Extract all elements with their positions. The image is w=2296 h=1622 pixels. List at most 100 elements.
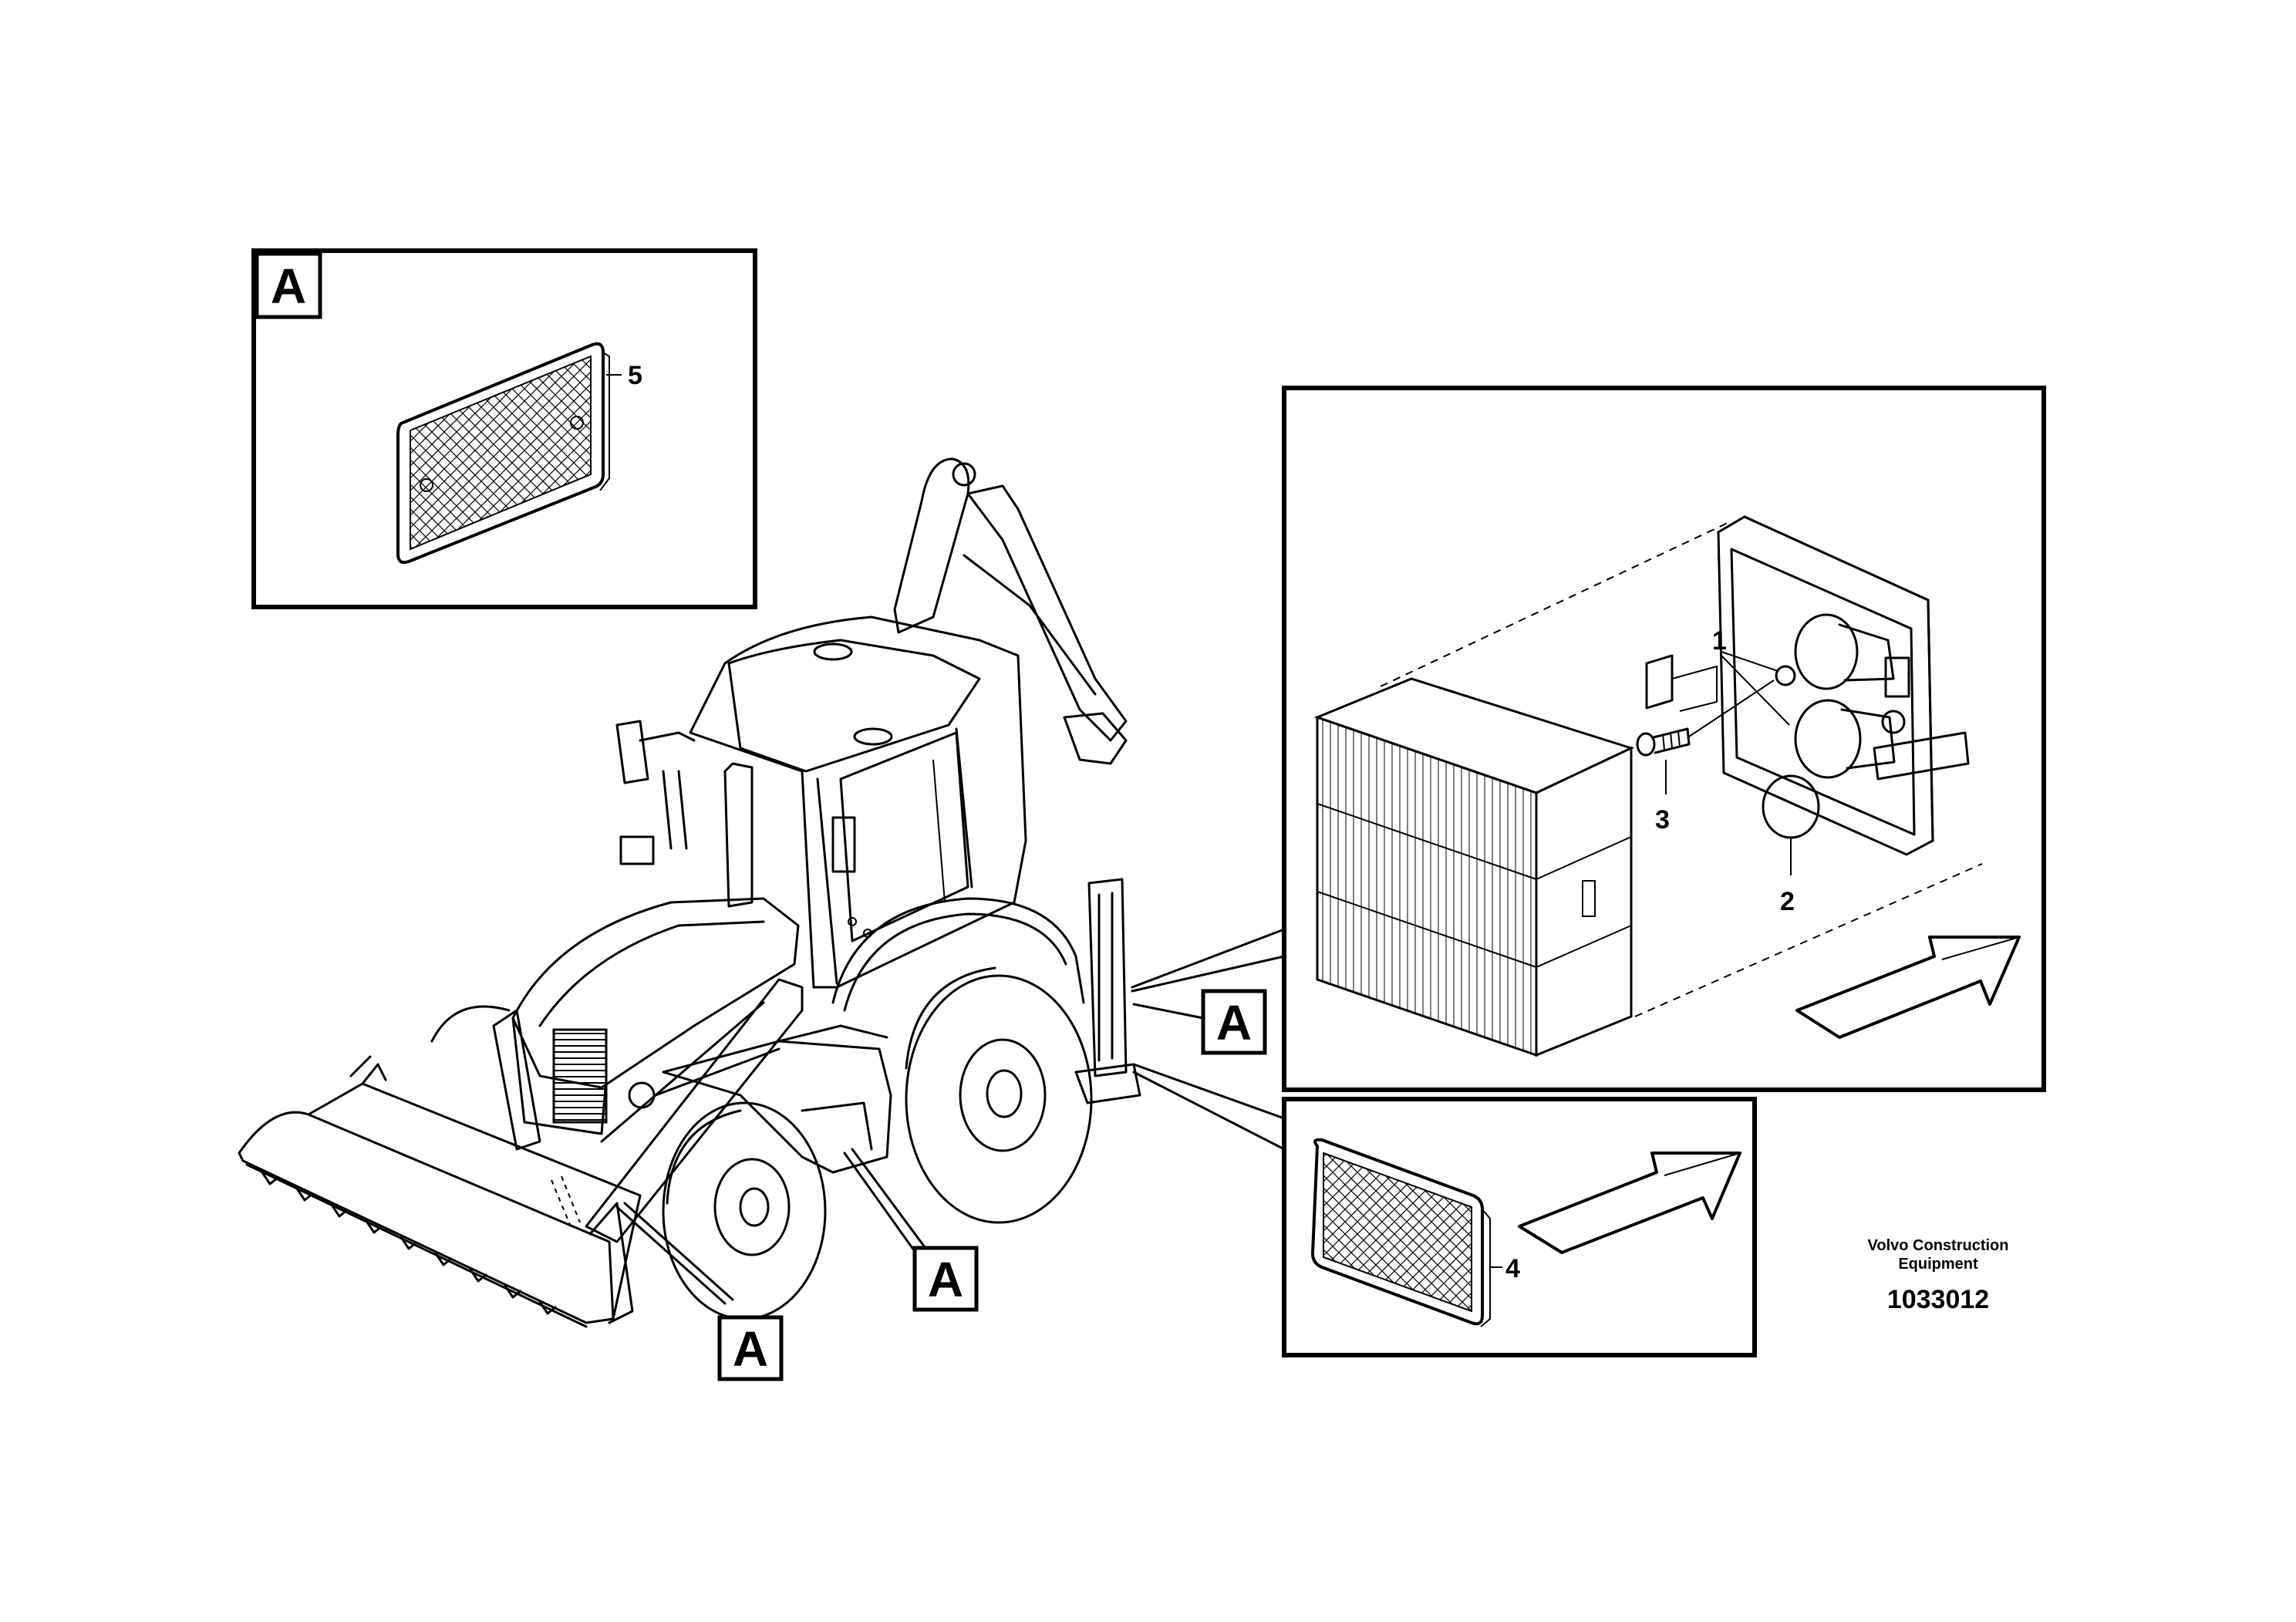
loader-arm-edge: [600, 1001, 765, 1143]
callout-a-middle: A: [912, 1246, 979, 1312]
callout-markers: A A A: [615, 928, 1286, 1381]
loader-pivot: [628, 1081, 656, 1109]
cab-lamp: [831, 816, 856, 873]
loader-upright-left: [492, 1009, 541, 1151]
stabilizer-inner: [1097, 892, 1114, 1062]
bucket-ear-left: [361, 1063, 387, 1085]
lamp-lens: [1313, 677, 1635, 1057]
publisher-name-line2: Equipment: [1898, 1256, 1978, 1273]
front-wheel: [662, 1101, 827, 1320]
callout-letter-middle: A: [928, 1252, 963, 1307]
cab-side-window: [839, 731, 969, 943]
loader-bucket: [238, 1082, 642, 1324]
exhaust-pipe: [723, 762, 754, 908]
callout-letter-bottom: A: [733, 1321, 768, 1377]
cab-bolt-2: [863, 929, 872, 938]
hood-front-face: [511, 1017, 607, 1135]
stabilizer-pad: [1074, 1063, 1141, 1104]
drawing-number: 1033012: [1887, 1285, 1989, 1314]
detail-callout-letter: A: [271, 258, 306, 314]
cab-door-handle-line: [932, 759, 946, 903]
cab-roof: [727, 639, 981, 773]
rear-fender: [831, 897, 1085, 1004]
bucket-side-plate: [588, 1202, 634, 1324]
loader-cylinder: [654, 1047, 781, 1097]
arrow-reflector-shading: [1664, 1152, 1741, 1176]
screw-3: [1636, 679, 1775, 757]
rear-wheel: [905, 974, 1093, 1224]
reflector-4: [1310, 1138, 1491, 1327]
projection-bottom: [1634, 863, 1983, 1017]
front-wheel-inner-edge: [666, 1109, 742, 1205]
part-label-2: 2: [1780, 887, 1795, 916]
sticker-1: [1645, 654, 1674, 710]
cab-pillar-front: [816, 777, 838, 985]
roof-beacon: [813, 642, 853, 661]
chassis-step: [801, 1101, 873, 1151]
part-label-5: 5: [628, 361, 642, 390]
cab-body: [689, 615, 1027, 989]
loader-arm: [585, 978, 804, 1243]
leader-callout-bottom: [615, 1202, 734, 1305]
detail-rear-lamp: 3 1 2: [1282, 386, 2046, 1092]
boom-foot: [1063, 712, 1128, 765]
work-light: [619, 835, 655, 865]
projection-top: [1380, 522, 1728, 687]
backhoe-cylinder: [963, 554, 1097, 696]
chassis-top: [777, 1024, 888, 1043]
leader-callout-middle: [843, 1148, 931, 1257]
callout-box-bottom: [717, 1315, 784, 1381]
backhoe-boom: [966, 484, 1128, 742]
front-wheel-hub: [739, 1187, 770, 1227]
part-label-4: 4: [1505, 1254, 1520, 1283]
callout-box-rear: [1201, 989, 1267, 1055]
lamp-housing: [1717, 515, 1934, 856]
front-pillar: [662, 770, 688, 850]
roof-vent: [853, 727, 893, 746]
leader-rear-light: [1131, 928, 1286, 993]
front-grille: [552, 1028, 608, 1124]
bucket-ear: [349, 1055, 372, 1077]
rear-wheel-hub: [986, 1069, 1023, 1118]
leader-1: [1721, 651, 1790, 726]
boom-pivot: [952, 462, 976, 487]
bulb-socket: [1775, 665, 1796, 686]
far-front-wheel: [430, 1005, 511, 1043]
bulb-lower: [1762, 774, 1820, 839]
part-label-1: 1: [1712, 626, 1727, 656]
bulb-middle: [1794, 699, 1970, 781]
hood-crease: [538, 920, 765, 1027]
rear-fender-inner: [843, 912, 1067, 1012]
backhoe-arm: [893, 457, 970, 634]
backhoe-loader-illustration: [238, 457, 1141, 1328]
callout-a-rear: A: [1201, 989, 1267, 1055]
chassis-side: [662, 1040, 892, 1174]
cab-bolt-1: [848, 917, 857, 926]
rear-wheel-rim: [959, 1038, 1047, 1152]
bucket-cutting-edge: [245, 1163, 588, 1328]
engine-hood: [511, 897, 800, 1089]
bulb-upper: [1794, 613, 1910, 698]
stabilizer-leg: [1087, 878, 1128, 1077]
bucket-teeth: [261, 1171, 557, 1315]
direction-arrow-reflector: [1518, 1152, 1741, 1254]
arrow-lamp-shading: [1941, 936, 2020, 960]
hidden-reflector-lines: [551, 1175, 581, 1227]
mirror-arm: [639, 731, 696, 742]
publisher-name-line1: Volvo Construction: [1868, 1237, 2009, 1254]
callout-box-middle: [912, 1246, 979, 1312]
detail-rear-reflector: 4: [1282, 1097, 1757, 1357]
leader-rear-reflector: [1132, 1063, 1286, 1151]
reflector-5: [396, 342, 610, 565]
direction-arrow-lamp: [1795, 936, 2021, 1039]
part-label-3: 3: [1655, 805, 1670, 835]
rear-wheel-inner-edge: [905, 966, 996, 1070]
title-block: Volvo Construction Equipment 1033012: [1868, 1237, 2009, 1314]
callout-a-bottom: A: [717, 1315, 784, 1381]
detail-callout-box: [255, 251, 322, 319]
front-wheel-rim: [713, 1158, 791, 1256]
sticker-1-tab: [1671, 665, 1718, 712]
detail-a-top-left: A 5: [251, 248, 757, 609]
side-mirror: [615, 720, 649, 784]
